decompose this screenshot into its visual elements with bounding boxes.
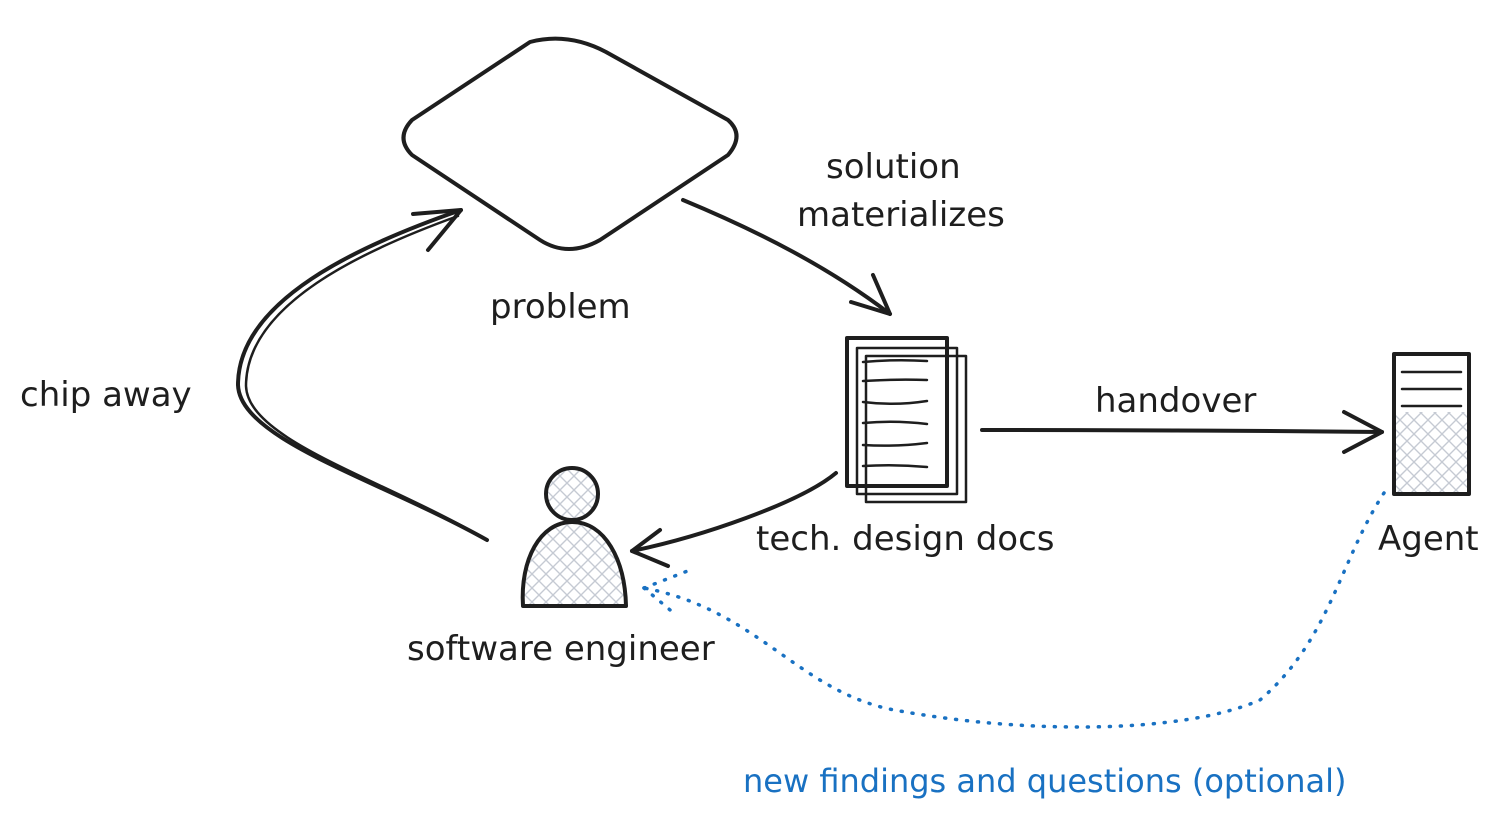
handover-label: handover	[1095, 381, 1256, 421]
arrow-chip-away	[236, 208, 489, 542]
document-stack-icon	[845, 336, 968, 504]
person-icon	[520, 466, 628, 608]
software-engineer-label: software engineer	[407, 629, 715, 669]
problem-label: problem	[490, 287, 631, 327]
server-icon	[1392, 352, 1471, 496]
agent-label: Agent	[1378, 519, 1479, 559]
feedback-label: new findings and questions (optional)	[743, 762, 1347, 800]
arrow-feedback	[642, 491, 1386, 729]
tech-design-docs-label: tech. design docs	[756, 519, 1055, 559]
arrow-handover	[980, 410, 1384, 454]
problem-diamond	[401, 36, 739, 251]
arrow-docs-to-engineer	[630, 471, 838, 568]
chip-away-label: chip away	[20, 375, 192, 415]
arrow-solution-materializes	[681, 198, 892, 316]
solution-label-line1: solution	[826, 147, 961, 187]
solution-label-line2: materializes	[797, 195, 1005, 235]
